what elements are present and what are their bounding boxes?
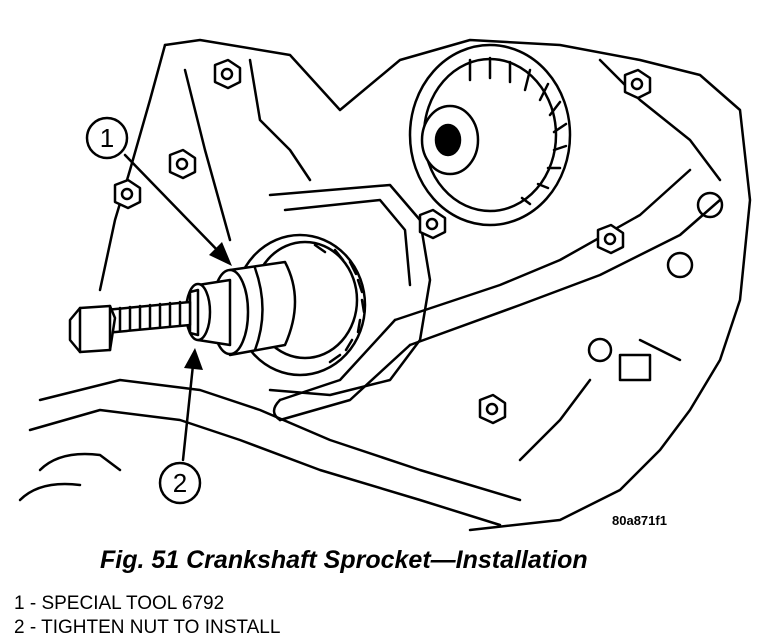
engine-block (98, 38, 752, 532)
leader-arrowhead-2 (184, 348, 203, 370)
callout-1: 1 (85, 116, 129, 160)
figure-id-label: 80a871f1 (612, 513, 667, 528)
legend: 1 - SPECIAL TOOL 6792 2 - TIGHTEN NUT TO… (14, 592, 280, 640)
legend-item-1: 1 - SPECIAL TOOL 6792 (14, 593, 225, 614)
bolt-heads (113, 58, 724, 425)
callout-2-number: 2 (173, 468, 187, 498)
callout-1-number: 1 (100, 123, 114, 153)
camshaft-sprocket (408, 43, 572, 227)
legend-item-2: 2 - TIGHTEN NUT TO INSTALL (14, 617, 281, 638)
callout-leaders (123, 153, 224, 462)
oil-pan-rail (18, 378, 522, 527)
leader-arrowhead-1 (209, 242, 232, 266)
sprocket-housing (268, 183, 432, 397)
special-tool-6792 (68, 260, 297, 357)
figure-caption: Fig. 51 Crankshaft Sprocket—Installation (100, 546, 588, 574)
crankshaft-sprocket-diagram: 1 2 (18, 38, 752, 532)
callout-2: 2 (158, 461, 202, 505)
